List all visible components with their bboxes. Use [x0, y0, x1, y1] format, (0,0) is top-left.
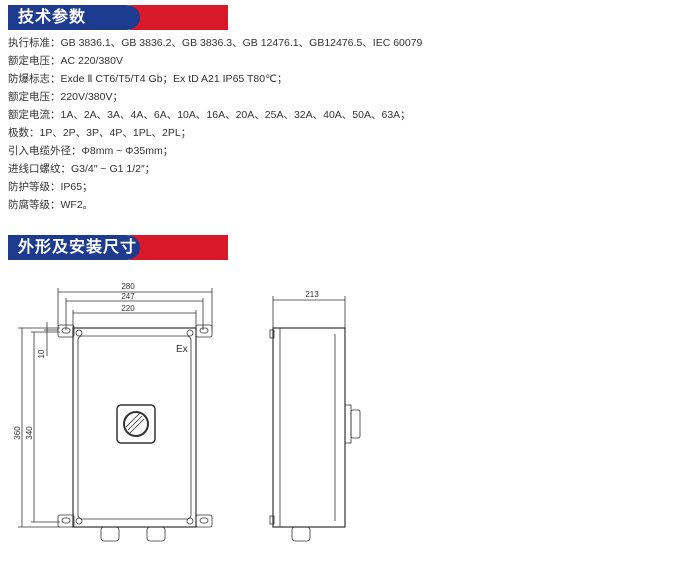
dim-247: 247	[121, 292, 135, 301]
header-accent	[130, 5, 228, 30]
dim-10: 10	[37, 349, 46, 358]
spec-line: 极数：1P、2P、3P、4P、1PL、2PL；	[8, 127, 192, 139]
front-view: 280 247 220 Ex 360 340 10	[13, 282, 213, 542]
spec-line: 额定电流：1A、2A、3A、4A、6A、10A、16A、20A、25A、32A、…	[8, 109, 411, 121]
spec-line: 额定电压：220V/380V；	[8, 91, 123, 103]
spec-line: 防护等级：IP65；	[8, 181, 93, 193]
side-view: 213	[269, 290, 361, 542]
specs-header: 技术参数	[8, 5, 228, 30]
dims-header: 外形及安装尺寸	[8, 235, 228, 260]
header-accent	[130, 235, 228, 260]
dim-220: 220	[121, 304, 135, 313]
spec-line: 额定电压：AC 220/380V	[8, 55, 123, 67]
dims-title: 外形及安装尺寸	[8, 235, 140, 260]
rotary-switch	[116, 404, 156, 444]
cable-gland	[146, 526, 166, 542]
cable-gland	[291, 526, 311, 542]
spec-line: 引入电缆外径：Φ8mm ~ Φ35mm；	[8, 145, 174, 157]
spec-line: 防腐等级：WF2。	[8, 199, 94, 211]
dim-213: 213	[305, 290, 319, 299]
ex-mark: Ex	[176, 344, 188, 355]
dimension-drawing: 280 247 220 Ex 360 340 10 213	[13, 282, 361, 542]
spec-line: 防爆标志：Exde Ⅱ CT6/T5/T4 Gb；Ex tD A21 IP65 …	[8, 73, 288, 85]
dim-340: 340	[25, 426, 34, 440]
spec-line: 进线口螺纹：G3/4″ ~ G1 1/2″；	[8, 163, 156, 175]
dim-360: 360	[13, 426, 22, 440]
cable-gland	[100, 526, 120, 542]
spec-line: 执行标准：GB 3836.1、GB 3836.2、GB 3836.3、GB 12…	[8, 37, 423, 49]
dim-280: 280	[121, 282, 135, 291]
specs-title: 技术参数	[8, 5, 140, 30]
